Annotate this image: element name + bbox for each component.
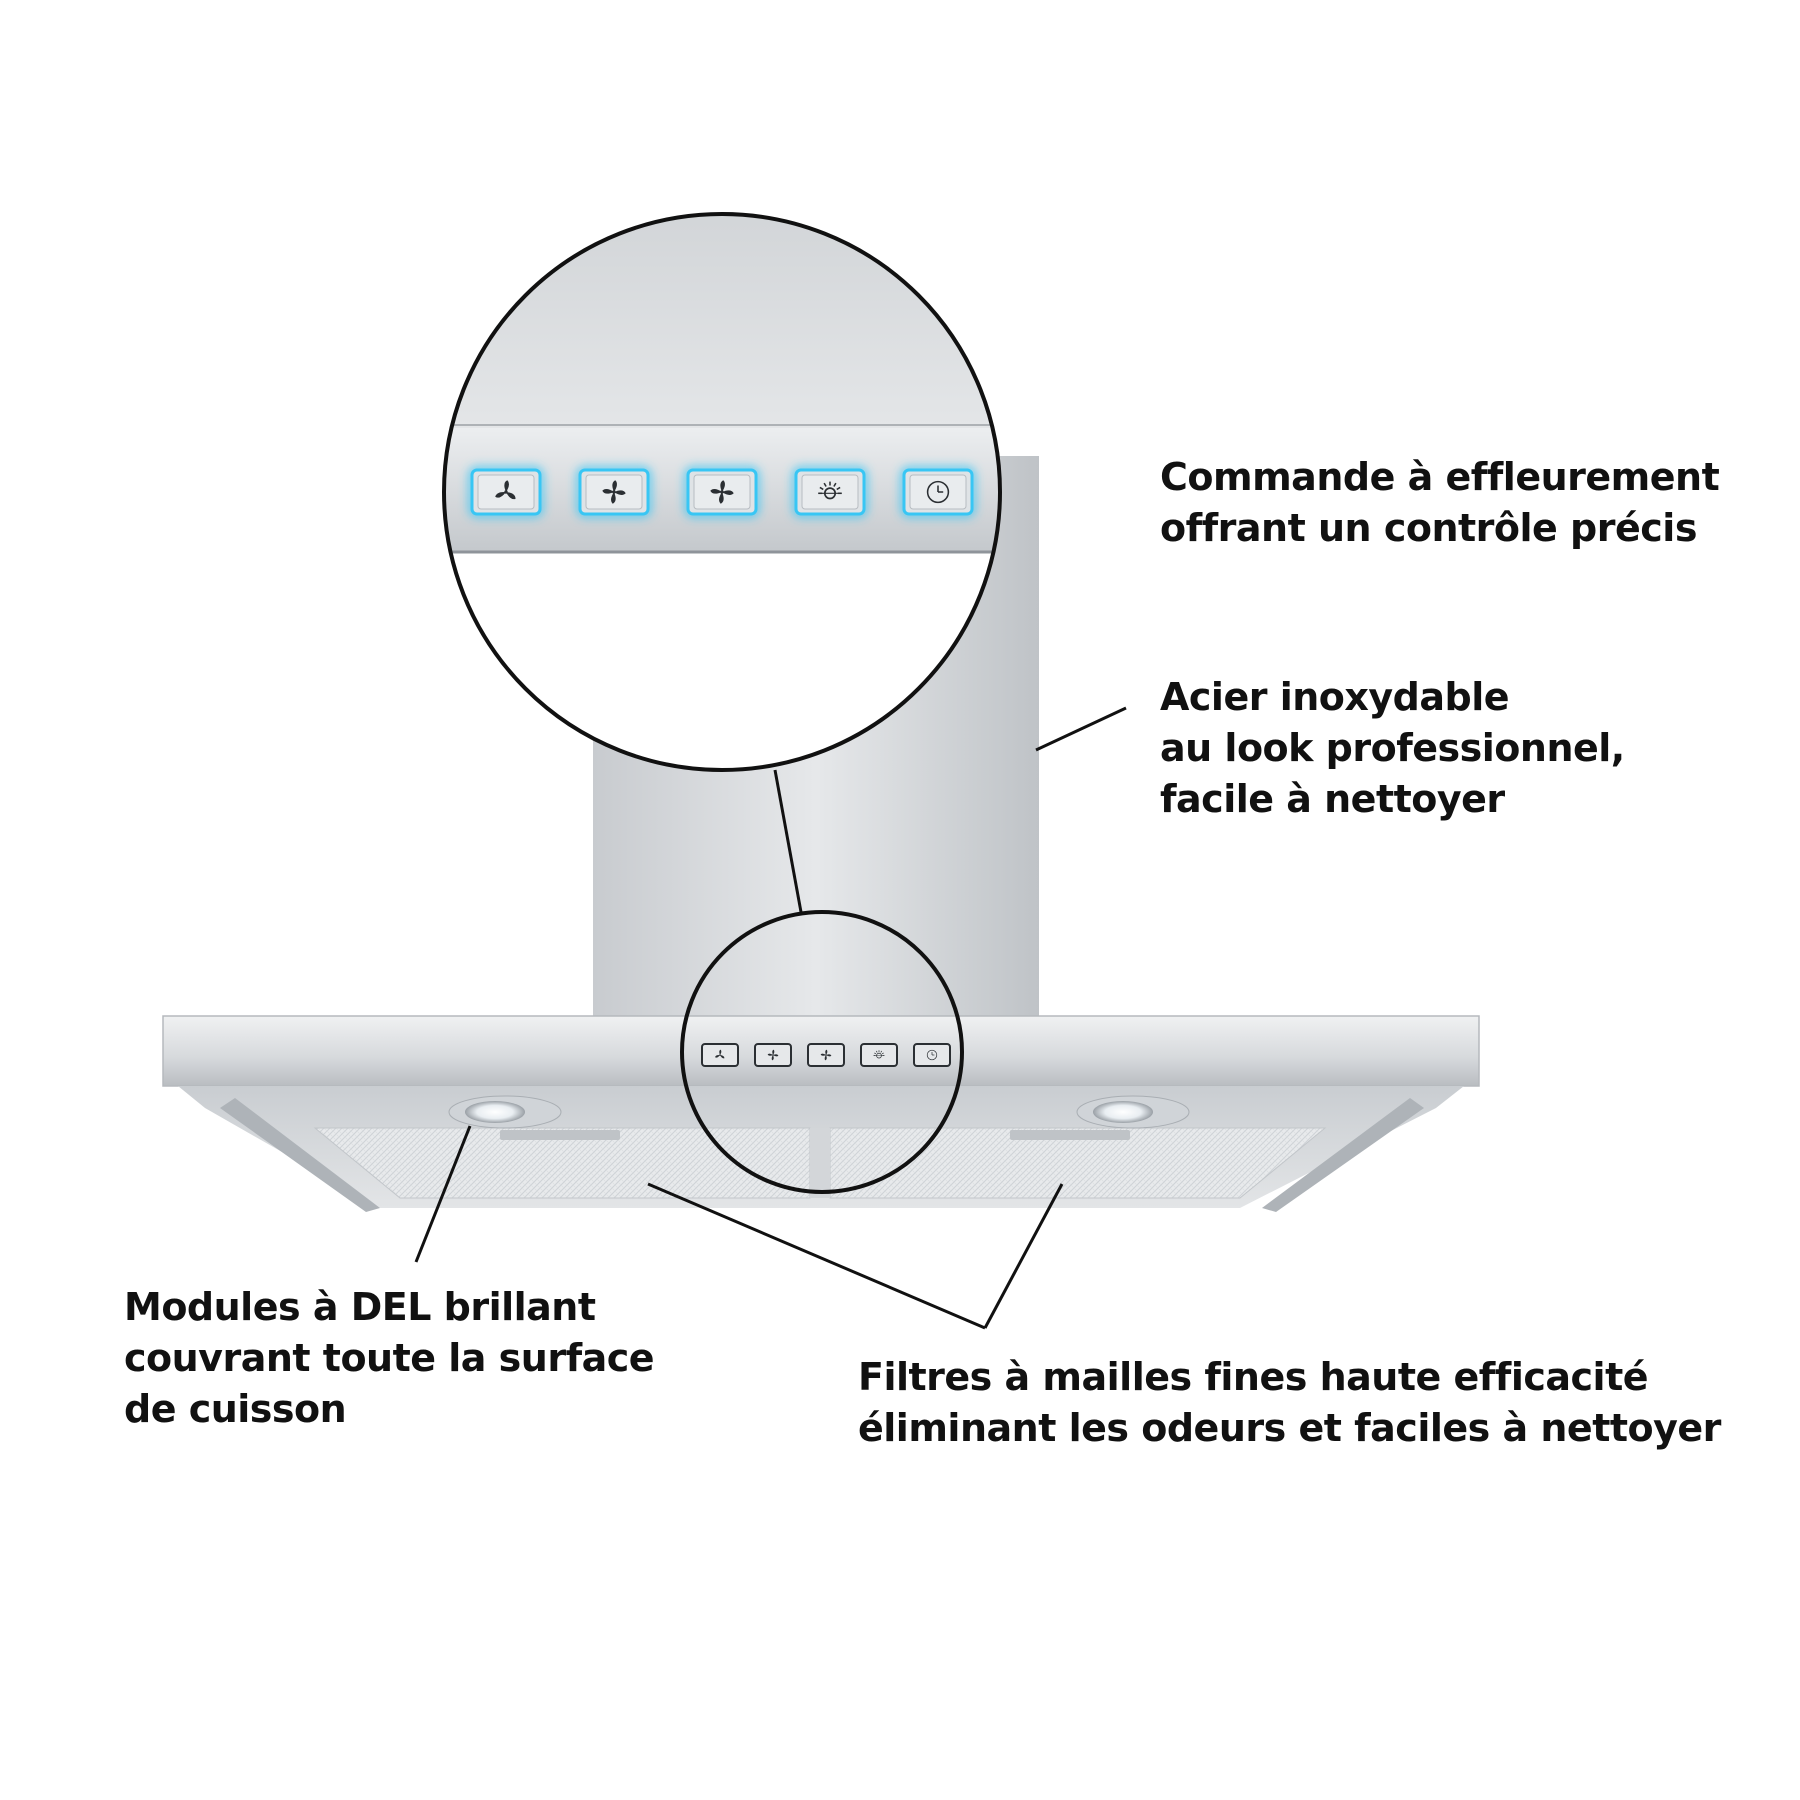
callout-steel-line-2: au look professionnel,	[1160, 726, 1625, 770]
leader-line-steel	[1035, 706, 1127, 752]
callout-filter-line-1: Filtres à mailles fines haute efficacité	[858, 1355, 1649, 1399]
callout-touch-line-2: offrant un contrôle précis	[1160, 506, 1697, 550]
zoom-fan-speed-1-button[interactable]	[469, 467, 543, 517]
callout-stainless-steel: Acier inoxydable au look professionnel, …	[1160, 672, 1625, 825]
fan-speed-1-icon	[495, 480, 516, 500]
light-icon	[818, 481, 842, 500]
timer-icon	[926, 480, 950, 504]
leader-line-led	[414, 1125, 472, 1263]
hood-control-panel	[701, 1043, 951, 1067]
fan-speed-1-icon	[715, 1049, 725, 1059]
callout-touch-line-1: Commande à effleurement	[1160, 455, 1720, 499]
callout-touch-control: Commande à effleurement offrant un contr…	[1160, 452, 1720, 554]
led-light-right	[1076, 1095, 1190, 1129]
led-light-left	[448, 1095, 562, 1129]
fan-speed-2-icon	[602, 480, 626, 504]
small-magnifier-circle	[680, 910, 964, 1194]
fan-speed-3-icon	[820, 1049, 832, 1061]
hood-fan-speed-1-button[interactable]	[701, 1043, 739, 1067]
hood-fan-speed-2-button[interactable]	[754, 1043, 792, 1067]
callout-led-line-2: couvrant toute la surface	[124, 1336, 655, 1380]
fan-speed-3-icon	[710, 480, 734, 504]
callout-filter-line-2: éliminant les odeurs et faciles à nettoy…	[858, 1406, 1721, 1450]
light-icon	[873, 1050, 885, 1059]
magnifier-connector	[773, 769, 803, 913]
callout-led-line-3: de cuisson	[124, 1387, 347, 1431]
leader-line-filter-left	[647, 1182, 986, 1330]
mesh-filters	[313, 1127, 1327, 1199]
zoom-fan-speed-2-button[interactable]	[577, 467, 651, 517]
zoom-circle	[442, 212, 1002, 772]
callout-steel-line-3: facile à nettoyer	[1160, 777, 1505, 821]
hood-fan-speed-3-button[interactable]	[807, 1043, 845, 1067]
zoom-fan-speed-3-button[interactable]	[685, 467, 759, 517]
leader-line-filter-right	[983, 1183, 1064, 1329]
timer-icon	[926, 1049, 938, 1061]
callout-led-modules: Modules à DEL brillant couvrant toute la…	[124, 1282, 655, 1435]
hood-light-button[interactable]	[860, 1043, 898, 1067]
callout-mesh-filters: Filtres à mailles fines haute efficacité…	[858, 1352, 1721, 1454]
hood-timer-button[interactable]	[913, 1043, 951, 1067]
zoom-light-button[interactable]	[793, 467, 867, 517]
callout-steel-line-1: Acier inoxydable	[1160, 675, 1510, 719]
zoom-timer-button[interactable]	[901, 467, 975, 517]
zoom-control-buttons	[469, 467, 975, 517]
fan-speed-2-icon	[767, 1049, 779, 1061]
callout-led-line-1: Modules à DEL brillant	[124, 1285, 596, 1329]
